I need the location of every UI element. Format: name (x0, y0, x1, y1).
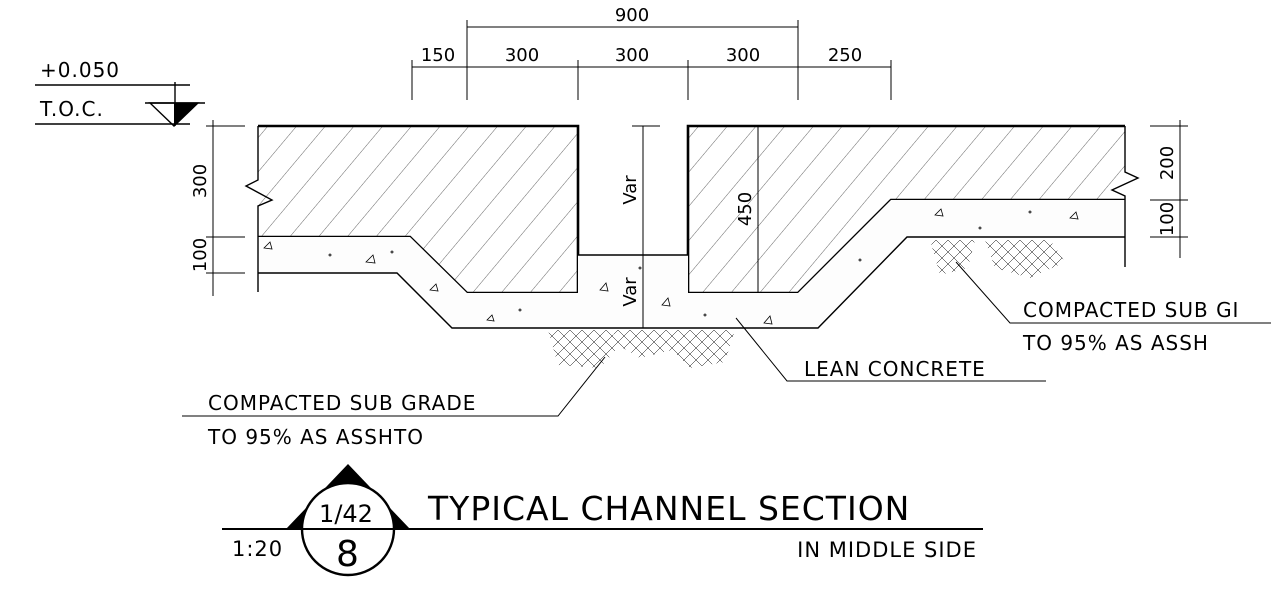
dim-right-200: 200 (1157, 146, 1178, 180)
aggregate-marks (263, 208, 1079, 325)
break-line-left (244, 126, 274, 292)
dim-right-100: 100 (1157, 202, 1178, 236)
callout-lean-concrete-text: LEAN CONCRETE (804, 357, 986, 381)
left-dimensions: 300 100 (190, 120, 245, 296)
callout-subgrade-left-line2: TO 95% AS ASSHTO (207, 425, 424, 449)
dim-300-c: 300 (726, 45, 760, 66)
dim-150: 150 (421, 45, 455, 66)
dim-left-100: 100 (190, 238, 211, 272)
top-dimensions: 900 150 300 300 300 250 (411, 5, 892, 100)
level-name: T.O.C. (39, 97, 104, 121)
level-value: +0.050 (40, 58, 120, 82)
right-dimensions: 200 100 (1150, 120, 1188, 258)
dim-250: 250 (828, 45, 862, 66)
detail-number: 8 (336, 534, 360, 575)
lean-concrete-layer (258, 200, 1125, 329)
dim-left-300: 300 (190, 164, 211, 198)
dim-var-upper: Var (620, 175, 641, 205)
scale-label: 1:20 (232, 537, 283, 561)
dim-300-b: 300 (615, 45, 649, 66)
level-marker: +0.050 T.O.C. (35, 58, 205, 127)
dim-450: 450 (735, 192, 756, 226)
subgrade-hatch (548, 240, 1065, 368)
callout-subgrade-left: COMPACTED SUB GRADE TO 95% AS ASSHTO (182, 356, 606, 449)
level-triangle-fill-icon (174, 103, 198, 126)
section-title: TYPICAL CHANNEL SECTION (427, 489, 910, 528)
title-block: 1/42 8 1:20 TYPICAL CHANNEL SECTION IN M… (222, 464, 983, 577)
break-line-right (1110, 126, 1140, 267)
section-subtitle: IN MIDDLE SIDE (797, 538, 977, 562)
dim-overall: 900 (615, 5, 649, 26)
callout-subgrade-right: COMPACTED SUB GI TO 95% AS ASSH (955, 261, 1271, 355)
dim-var-lower: Var (620, 277, 641, 307)
dim-300-a: 300 (505, 45, 539, 66)
callout-lean-concrete: LEAN CONCRETE (735, 317, 1046, 382)
sheet-reference: 1/42 (319, 500, 373, 528)
center-dimensions: Var Var 450 (620, 125, 759, 329)
callout-subgrade-left-line1: COMPACTED SUB GRADE (208, 391, 476, 415)
callout-subgrade-right-line2: TO 95% AS ASSH (1022, 331, 1209, 355)
callout-subgrade-right-line1: COMPACTED SUB GI (1023, 298, 1239, 322)
